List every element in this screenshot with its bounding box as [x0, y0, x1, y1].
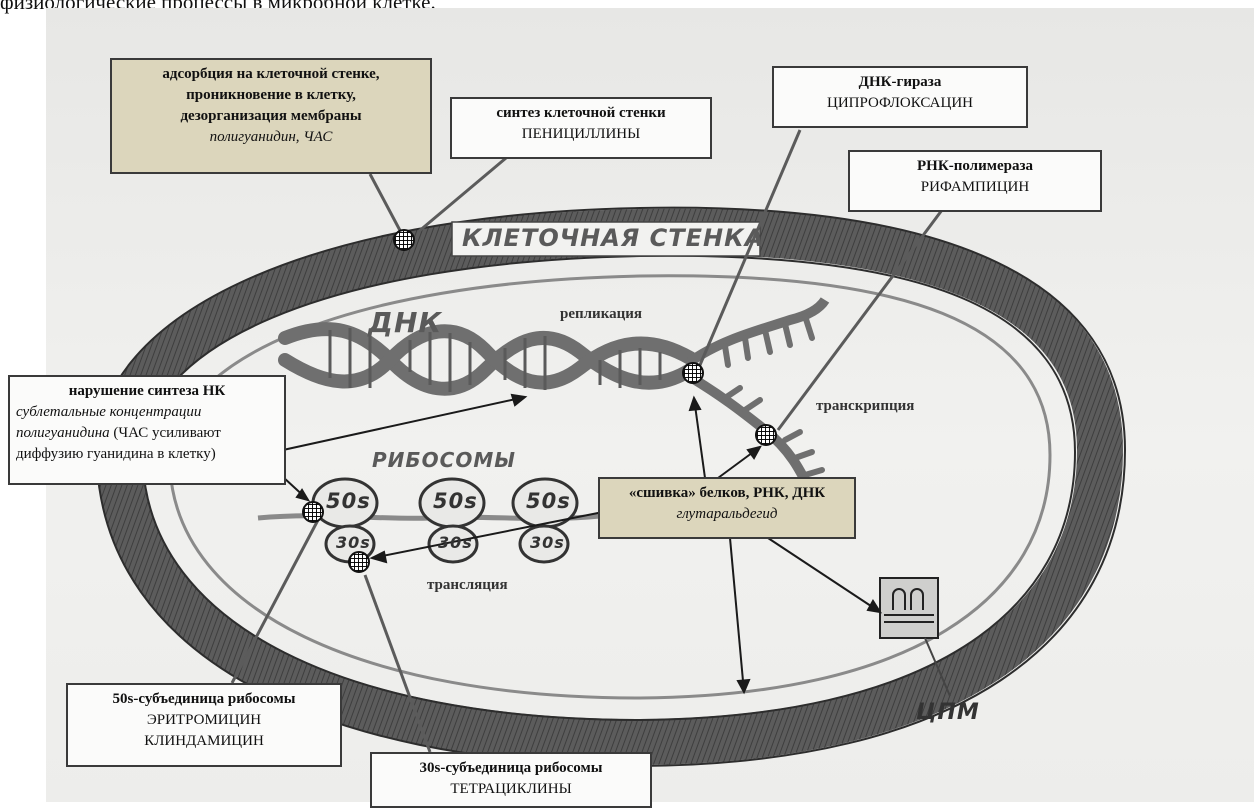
membrane-protein — [880, 578, 938, 638]
ribosome-3-50s: 50s — [526, 489, 571, 513]
ribo30-drug: ТЕТРАЦИКЛИНЫ — [378, 779, 644, 800]
target-cell-wall-1 — [393, 229, 415, 251]
ribo50-box: 50s-субъединица рибосомы ЭРИТРОМИЦИН КЛИ… — [66, 683, 342, 767]
nucleic-acid-title: нарушение синтеза НК — [16, 381, 278, 402]
nucleic-acid-text2: (ЧАС усиливают — [113, 425, 220, 441]
dna-helix — [285, 329, 690, 389]
rna-polymerase-title: РНК-полимераза — [856, 156, 1094, 177]
ribo30-box: 30s-субъединица рибосомы ТЕТРАЦИКЛИНЫ — [370, 752, 652, 808]
target-rna-polymerase — [755, 424, 777, 446]
adsorption-line1: адсорбция на клеточной стенке, — [118, 64, 424, 85]
cpm-label: ЦПМ — [916, 700, 980, 725]
crosslink-box: «сшивка» белков, РНК, ДНК глутаральдегид — [598, 477, 856, 539]
ribosome-1-30s: 30s — [336, 533, 371, 552]
target-50s — [302, 501, 324, 523]
wall-synthesis-title: синтез клеточной стенки — [458, 103, 704, 124]
nucleic-acid-box: нарушение синтеза НК сублетальные концен… — [8, 375, 286, 485]
translation-label: трансляция — [427, 577, 508, 594]
adsorption-box: адсорбция на клеточной стенке, проникнов… — [110, 58, 432, 174]
gyrase-drug: ЦИПРОФЛОКСАЦИН — [780, 93, 1020, 114]
adsorption-line2: проникновение в клетку, — [118, 85, 424, 106]
dna-label: ДНК — [368, 306, 442, 339]
crosslink-title: «сшивка» белков, РНК, ДНК — [606, 483, 848, 504]
wall-synthesis-box: синтез клеточной стенки ПЕНИЦИЛЛИНЫ — [450, 97, 712, 159]
rna-polymerase-drug: РИФАМПИЦИН — [856, 177, 1094, 198]
ribosome-2-50s: 50s — [433, 489, 478, 513]
ribo50-drug2: КЛИНДАМИЦИН — [74, 731, 334, 752]
crosslink-drug: глутаральдегид — [606, 504, 848, 525]
nucleic-acid-italic1: сублетальные концентрации — [16, 402, 278, 423]
transcription-label: транскрипция — [816, 398, 914, 415]
ribosome-1-50s: 50s — [326, 489, 371, 513]
adsorption-drugs: полигуанидин, ЧАС — [118, 127, 424, 148]
ribosome-3-30s: 30s — [530, 533, 565, 552]
replication-label: репликация — [560, 306, 642, 323]
ribosomes-label: РИБОСОМЫ — [372, 448, 516, 472]
ribo30-title: 30s-субъединица рибосомы — [378, 758, 644, 779]
adsorption-line3: дезорганизация мембраны — [118, 106, 424, 127]
target-gyrase — [682, 362, 704, 384]
ribo50-title: 50s-субъединица рибосомы — [74, 689, 334, 710]
gyrase-title: ДНК-гираза — [780, 72, 1020, 93]
wall-synthesis-drug: ПЕНИЦИЛЛИНЫ — [458, 124, 704, 145]
rna-polymerase-box: РНК-полимераза РИФАМПИЦИН — [848, 150, 1102, 212]
cell-wall-label: КЛЕТОЧНАЯ СТЕНКА — [462, 224, 764, 252]
ribo50-drug1: ЭРИТРОМИЦИН — [74, 710, 334, 731]
ribosome-2-30s: 30s — [438, 533, 473, 552]
nucleic-acid-italic2: полигуанидина — [16, 425, 110, 441]
nucleic-acid-text3: диффузию гуанидина в клетку) — [16, 444, 278, 465]
nucleic-acid-line2: полигуанидина (ЧАС усиливают — [16, 423, 278, 444]
target-30s — [348, 551, 370, 573]
gyrase-box: ДНК-гираза ЦИПРОФЛОКСАЦИН — [772, 66, 1028, 128]
